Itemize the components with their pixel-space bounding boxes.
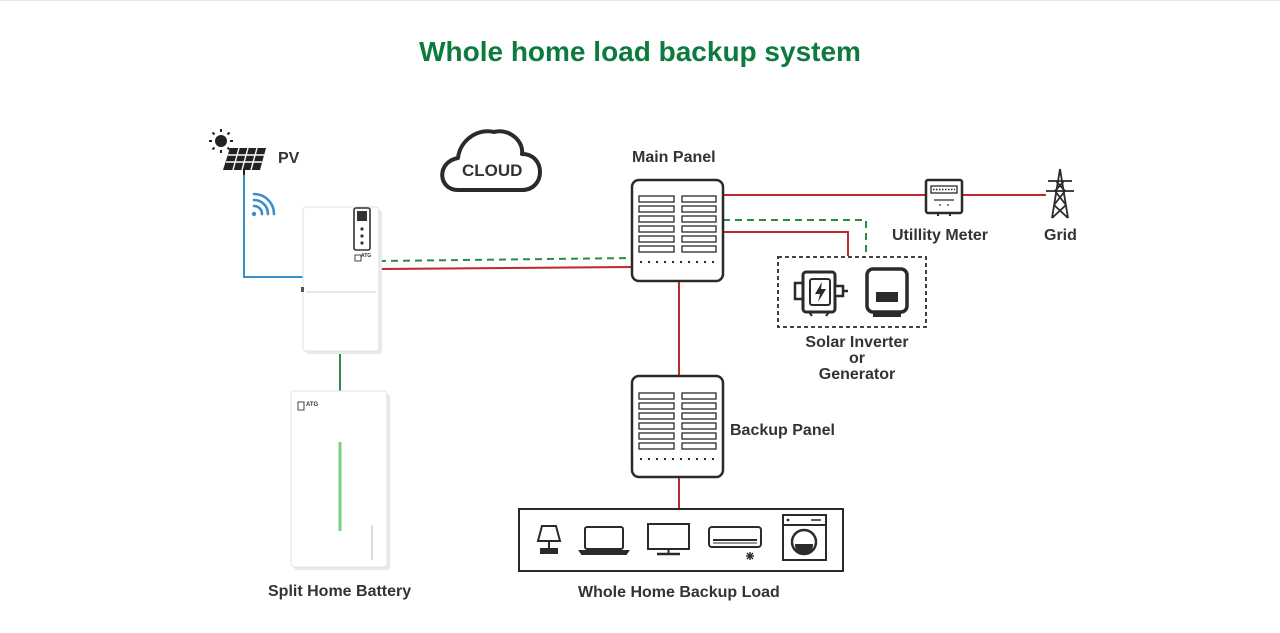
solar-inverter-line2: or	[849, 350, 865, 367]
washing-machine-icon	[782, 514, 827, 561]
monitor-icon	[647, 523, 690, 556]
inverter-brand-logo: ATG	[361, 253, 372, 259]
pv-dc-line	[243, 172, 304, 278]
ac-line-inverter-main	[378, 266, 633, 270]
whole-home-backup-load-label: Whole Home Backup Load	[578, 584, 780, 601]
split-home-battery-label: Split Home Battery	[268, 583, 412, 600]
lamp-icon	[536, 525, 562, 554]
loads-box	[518, 508, 844, 572]
pv-label: PV	[278, 150, 300, 167]
utility-meter-label: Utillity Meter	[892, 227, 989, 244]
battery-brand-logo: ATG	[306, 402, 319, 408]
backup-panel-label: Backup Panel	[730, 422, 835, 439]
solar-inverter-line3: Generator	[818, 366, 896, 383]
solar-inverter-label: Solar Inverter or Generator	[798, 335, 916, 383]
cloud-label: CLOUD	[462, 161, 523, 180]
main-panel-label: Main Panel	[632, 149, 716, 166]
split-home-battery	[290, 390, 390, 570]
inverter-icon	[865, 267, 909, 317]
laptop-icon	[578, 526, 630, 555]
hybrid-inverter	[301, 206, 382, 354]
wifi-icon	[251, 192, 276, 217]
grid-label: Grid	[1044, 227, 1077, 244]
generator-icon	[793, 270, 848, 317]
comm-line-inverter-main	[378, 257, 633, 262]
ac-line-main-solar	[723, 231, 849, 256]
main-panel-icon	[630, 178, 725, 283]
transmission-tower-icon	[1046, 168, 1074, 219]
cloud-icon	[440, 129, 542, 192]
comm-line-main-solar	[723, 219, 867, 256]
solar-panel-icon	[223, 147, 266, 175]
backup-panel-icon	[630, 374, 725, 479]
page-title: Whole home load backup system	[419, 36, 861, 67]
top-divider	[0, 0, 1280, 1]
utility-meter-icon	[924, 178, 964, 216]
air-conditioner-icon	[708, 526, 762, 560]
solar-inverter-line1: Solar Inverter	[805, 334, 909, 351]
sun-icon	[209, 129, 233, 153]
